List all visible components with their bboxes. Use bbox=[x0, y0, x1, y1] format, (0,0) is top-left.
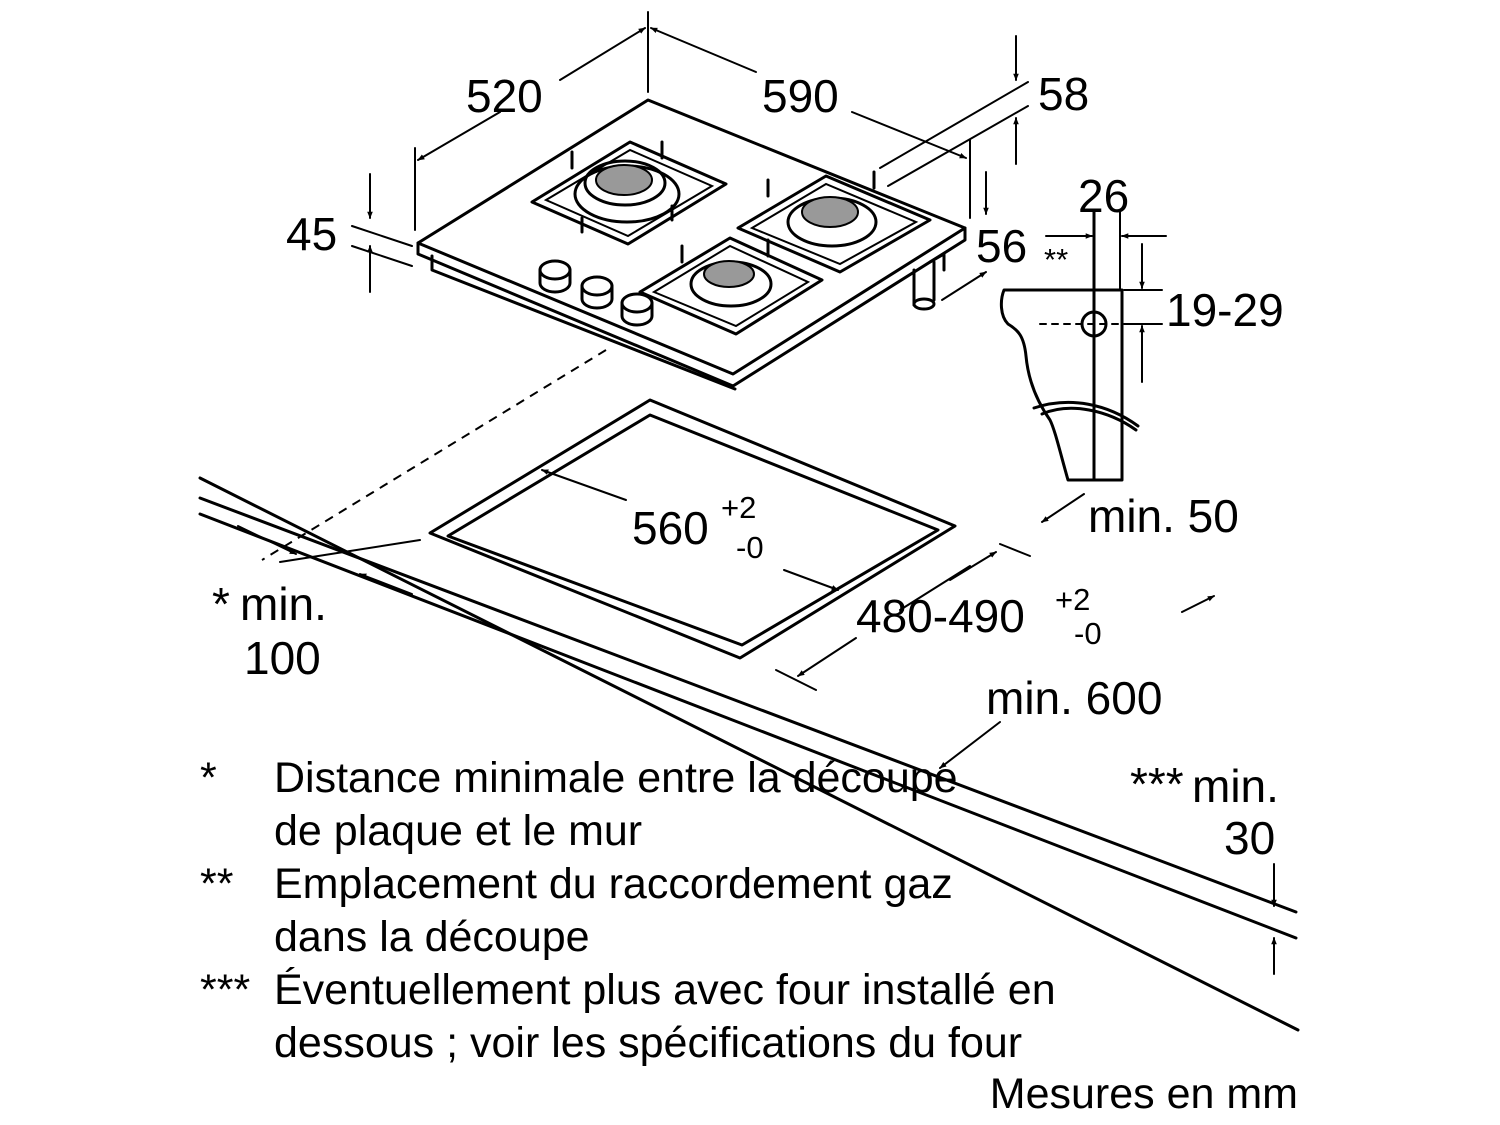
label-worktop-thickness: 19-29 bbox=[1166, 284, 1284, 336]
hob-lower-body bbox=[430, 254, 737, 391]
legend: * Distance minimale entre la découpe de … bbox=[200, 752, 1250, 1070]
label-min-side-marker: * bbox=[212, 578, 230, 630]
label-connection-depth: 56 bbox=[976, 220, 1027, 272]
label-cutout-width-tol-upper: +2 bbox=[721, 490, 756, 525]
note-2: ** Emplacement du raccordement gaz dans … bbox=[200, 858, 1250, 964]
note-marker: ** bbox=[200, 860, 234, 908]
hob-front-edge bbox=[416, 226, 967, 388]
note-1: * Distance minimale entre la découpe de … bbox=[200, 752, 1250, 858]
label-min-side-label: min. bbox=[240, 578, 327, 630]
label-hob-width: 590 bbox=[762, 70, 839, 122]
label-cutout-width: 560 bbox=[632, 502, 709, 554]
label-min-below-value: 30 bbox=[1224, 812, 1275, 864]
label-min-side-value: 100 bbox=[244, 632, 321, 684]
worktop-front-edge-bottom bbox=[198, 512, 1298, 940]
cutout-outer bbox=[428, 398, 957, 660]
label-bracket-width: 26 bbox=[1078, 170, 1129, 222]
note-3: *** Éventuellement plus avec four instal… bbox=[200, 964, 1250, 1070]
hob-top-plate bbox=[416, 98, 967, 376]
hob bbox=[416, 98, 967, 391]
label-min-below-label: min. bbox=[1192, 760, 1279, 812]
control-knobs bbox=[538, 259, 654, 327]
label-cutout-width-tol-lower: -0 bbox=[736, 530, 764, 565]
label-hob-height: 45 bbox=[286, 208, 337, 260]
knob-2 bbox=[580, 275, 614, 310]
label-connection-offset: 58 bbox=[1038, 68, 1089, 120]
note-text: Éventuellement plus avec four installé e… bbox=[274, 966, 1056, 1067]
note-marker: * bbox=[200, 754, 217, 802]
note-text: Emplacement du raccordement gaz dans la … bbox=[274, 860, 953, 961]
dimension-labels: 520 590 45 58 56 ** 26 19-29 min. 50 560… bbox=[212, 68, 1284, 864]
cutout bbox=[428, 398, 957, 660]
label-cutout-depth-tol-lower: -0 bbox=[1074, 616, 1102, 651]
projection-line bbox=[261, 349, 607, 561]
burner-large bbox=[530, 140, 728, 246]
label-connection-marker: ** bbox=[1044, 242, 1068, 277]
label-cutout-depth: 480-490 bbox=[856, 590, 1025, 642]
worktop bbox=[198, 476, 1300, 1032]
worktop-front-edge-top bbox=[198, 496, 1298, 914]
label-min-worktop-depth: min. 600 bbox=[986, 672, 1162, 724]
label-min-back: min. 50 bbox=[1088, 490, 1239, 542]
knob-3 bbox=[620, 292, 654, 327]
cutout-inner bbox=[446, 413, 940, 647]
burner-small bbox=[638, 236, 824, 336]
label-cutout-depth-tol-upper: +2 bbox=[1055, 582, 1090, 617]
dimension-lines bbox=[237, 11, 1277, 975]
note-text: Distance minimale entre la découpe de pl… bbox=[274, 754, 958, 855]
note-marker: *** bbox=[200, 966, 251, 1014]
gas-connector bbox=[912, 252, 946, 311]
knob-1 bbox=[538, 259, 572, 294]
label-min-below-marker: *** bbox=[1130, 758, 1184, 810]
worktop-back-edge bbox=[198, 476, 1300, 1032]
worktop-section bbox=[999, 208, 1140, 482]
burner-medium bbox=[736, 170, 932, 274]
label-hob-depth: 520 bbox=[466, 70, 543, 122]
units-note: Mesures en mm bbox=[989, 1070, 1298, 1118]
